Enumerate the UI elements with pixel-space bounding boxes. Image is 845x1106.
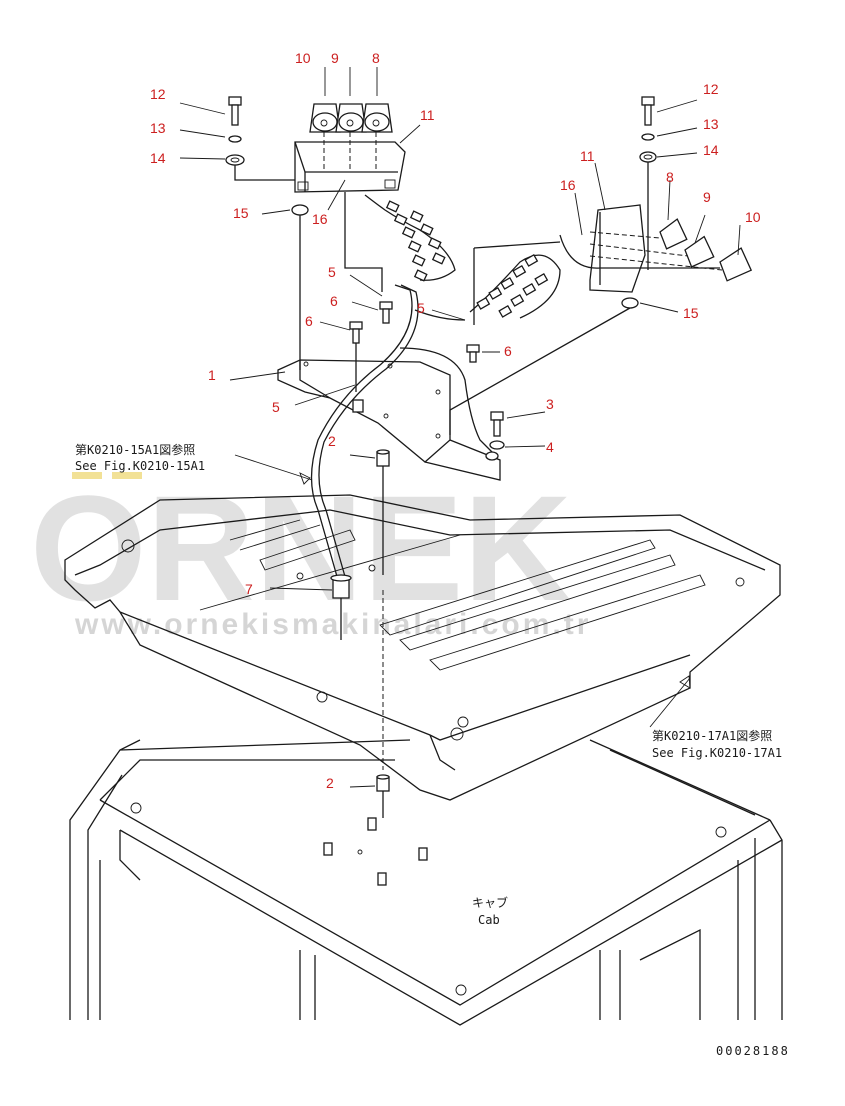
roof-bosses [323,817,428,886]
callout-6-left: 6 [305,313,313,329]
mounting-bracket [277,359,501,481]
callout-5-lower: 5 [272,399,280,415]
bolts-middle [349,301,505,461]
cab-frame [69,739,783,1026]
callout-4: 4 [546,439,554,455]
roof-cover [64,494,781,801]
ref-fig15-en: See Fig.K0210-15A1 [75,459,205,473]
callout-6-right: 6 [504,343,512,359]
callout-13-right: 13 [703,116,719,132]
callout-15-left: 15 [233,205,249,221]
callout-9-left: 9 [331,50,339,66]
connectors-left [344,192,456,292]
callout-11-right: 11 [580,148,595,164]
cab-label-jp: キャブ [472,895,508,910]
watermark-accent-left [72,472,102,479]
callout-5-right: 5 [417,300,425,316]
callout-16-right: 16 [560,177,576,193]
callout-13-left: 13 [150,120,166,136]
callout-3: 3 [546,396,554,412]
ref-fig17-jp: 第K0210-17A1図参照 [652,728,772,743]
callout-2-lower: 2 [326,775,334,791]
leader-lines [179,67,741,788]
callout-2-upper: 2 [328,433,336,449]
callout-8-right: 8 [666,169,674,185]
connectors-right [469,241,561,325]
watermark-url: www.ornekismakinalari.com.tr [74,608,591,641]
lamps-left [309,103,393,170]
ref-fig17-en: See Fig.K0210-17A1 [652,746,782,760]
cab-label-en: Cab [478,913,500,927]
callout-14-right: 14 [703,142,719,158]
lamp-bracket-right [589,204,646,293]
callout-16-left: 16 [312,211,328,227]
callout-numbers: 10 9 8 11 12 13 14 15 16 5 6 6 1 5 2 5 6… [150,50,761,791]
callout-1: 1 [208,367,216,383]
fastener-set-right [449,96,657,435]
callout-10-left: 10 [295,50,311,66]
fastener-set-left [225,96,309,370]
grommet [330,574,352,640]
watermark-brand: ORNEK [30,464,572,632]
watermark-accent-right [112,472,142,479]
callout-12-right: 12 [703,81,719,97]
callout-12-left: 12 [150,86,166,102]
callout-11-left: 11 [420,107,435,123]
lamps-right [559,218,753,282]
callout-6-upper: 6 [330,293,338,309]
callout-5-upper: 5 [328,264,336,280]
callout-14-left: 14 [150,150,166,166]
callout-10-right: 10 [745,209,761,225]
callout-7: 7 [245,581,253,597]
callout-9-right: 9 [703,189,711,205]
harness-cable [310,284,493,581]
ref-fig15-jp: 第K0210-15A1図参照 [75,442,195,457]
drawing-number: 00028188 [716,1044,790,1058]
spacers-axis [376,449,390,818]
callout-8-left: 8 [372,50,380,66]
reference-texts: 第K0210-15A1図参照 See Fig.K0210-15A1 第K0210… [75,442,790,1058]
callout-15-right: 15 [683,305,699,321]
